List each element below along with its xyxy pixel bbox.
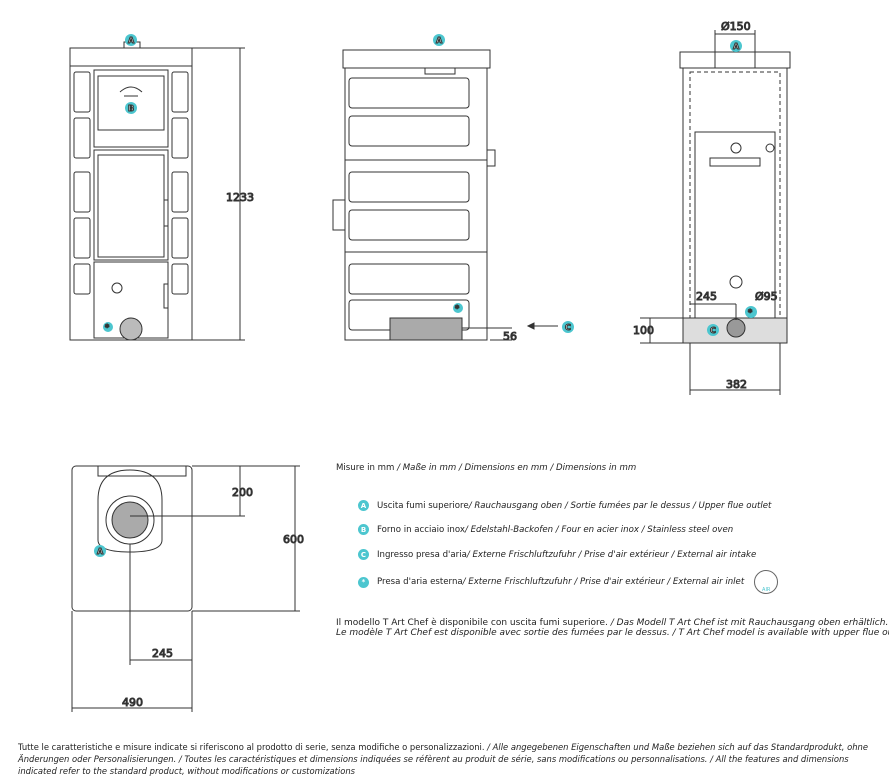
dim-flue-diameter: Ø150: [721, 20, 751, 33]
side-view: [332, 49, 558, 341]
legend-item-star: *Presa d'aria esterna / Externe Frischlu…: [358, 570, 779, 594]
marker-star-front: [103, 322, 113, 332]
dim-top-flue-offset: 200: [232, 486, 253, 499]
dim-height: 1233: [226, 191, 254, 204]
svg-text:A: A: [128, 36, 135, 45]
dim-back-offset: 245: [696, 290, 717, 303]
dim-top-offset: 245: [152, 647, 173, 660]
svg-text:*: *: [748, 308, 753, 317]
marker-star-back: [745, 306, 757, 318]
marker-a-front: [125, 34, 137, 46]
svg-text:C: C: [565, 323, 571, 332]
marker-star-side: [453, 303, 463, 313]
svg-text:*: *: [455, 304, 460, 313]
svg-text:A: A: [436, 36, 443, 45]
svg-text:B: B: [128, 104, 134, 113]
top-view: [71, 465, 300, 712]
svg-text:A: A: [97, 547, 104, 556]
footer-disclaimer: Tutte le caratteristiche e misure indica…: [18, 742, 868, 776]
front-view: [69, 41, 245, 341]
marker-a-back: [730, 40, 742, 52]
model-note: Il modello T Art Chef è disponibile con …: [336, 618, 889, 638]
dim-top-width: 490: [122, 696, 143, 709]
back-view: [640, 30, 791, 395]
marker-a-side: [433, 34, 445, 46]
dim-air-diameter: Ø95: [755, 290, 778, 303]
marker-a-top: [94, 545, 106, 557]
dim-air-height: 100: [633, 324, 654, 337]
units-note: Misure in mm / Maße in mm / Dimensions e…: [336, 463, 637, 473]
marker-b: [125, 102, 137, 114]
dim-back-width: 382: [726, 378, 747, 391]
dim-side-depth: 56: [503, 330, 517, 343]
svg-text:C: C: [710, 326, 716, 335]
marker-c-back: [707, 324, 719, 336]
marker-c-side: [562, 321, 574, 333]
air-badge-icon: AIR: [754, 570, 779, 594]
svg-text:A: A: [733, 42, 740, 51]
svg-text:*: *: [105, 323, 110, 332]
dim-top-depth: 600: [283, 533, 304, 546]
